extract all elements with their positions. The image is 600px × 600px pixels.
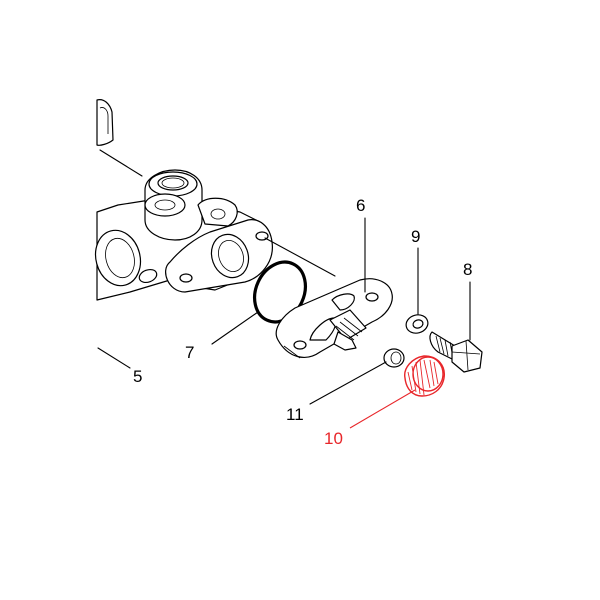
leader-7 (211, 311, 259, 345)
bolt-part-8 (429, 331, 483, 373)
cover-plate-part-6 (275, 278, 393, 359)
leader-5 (97, 347, 131, 369)
leader-6-to-body (264, 237, 336, 277)
callout-9: 9 (411, 227, 420, 246)
callout-labels: 5 6 7 8 9 10 11 (133, 196, 472, 448)
o-ring-part-7 (253, 260, 307, 324)
callout-8: 8 (463, 260, 472, 279)
cap-part-10 (404, 355, 445, 397)
housing-part-5 (94, 99, 273, 301)
leader-10 (349, 389, 416, 429)
callout-6: 6 (356, 196, 365, 215)
callout-11: 11 (286, 405, 304, 424)
leader-lines (97, 217, 471, 429)
callout-7: 7 (185, 343, 194, 362)
plug-part-11 (383, 348, 405, 368)
callout-5: 5 (133, 367, 142, 386)
washer-part-9 (405, 314, 429, 334)
leader-11 (309, 361, 387, 405)
callout-10: 10 (324, 429, 343, 448)
